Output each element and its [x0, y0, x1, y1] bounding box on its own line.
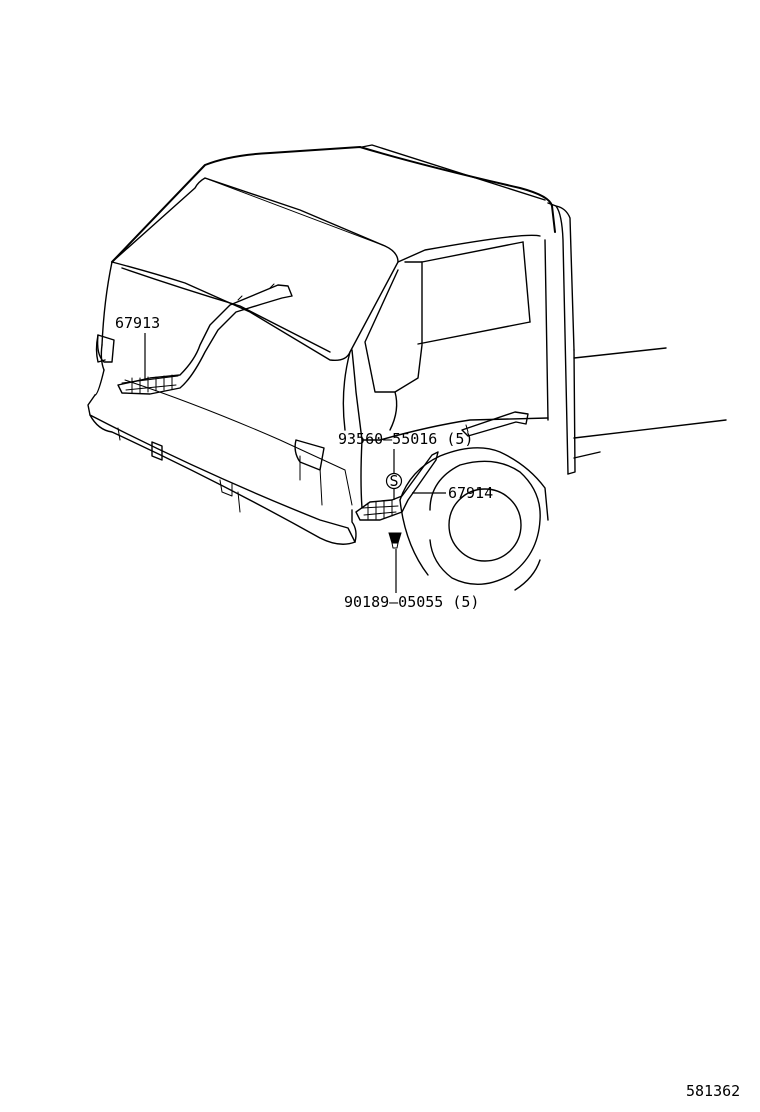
- clip-icon: [388, 532, 402, 549]
- callout-90189-05055: 90189–05055 (5): [344, 593, 479, 611]
- callout-93560-55016: 93560–55016 (5): [338, 430, 473, 448]
- leader-lines: [144, 333, 446, 593]
- screw-symbol-s: S: [385, 472, 403, 490]
- side-moulding-67914: [355, 411, 529, 521]
- svg-text:S: S: [389, 472, 398, 490]
- front-moulding-67913: [117, 283, 293, 395]
- callout-67913: 67913: [115, 314, 160, 332]
- truck-cab-illustration: [87, 144, 727, 591]
- callout-67914: 67914: [448, 484, 493, 502]
- page-code: 581362: [686, 1082, 740, 1100]
